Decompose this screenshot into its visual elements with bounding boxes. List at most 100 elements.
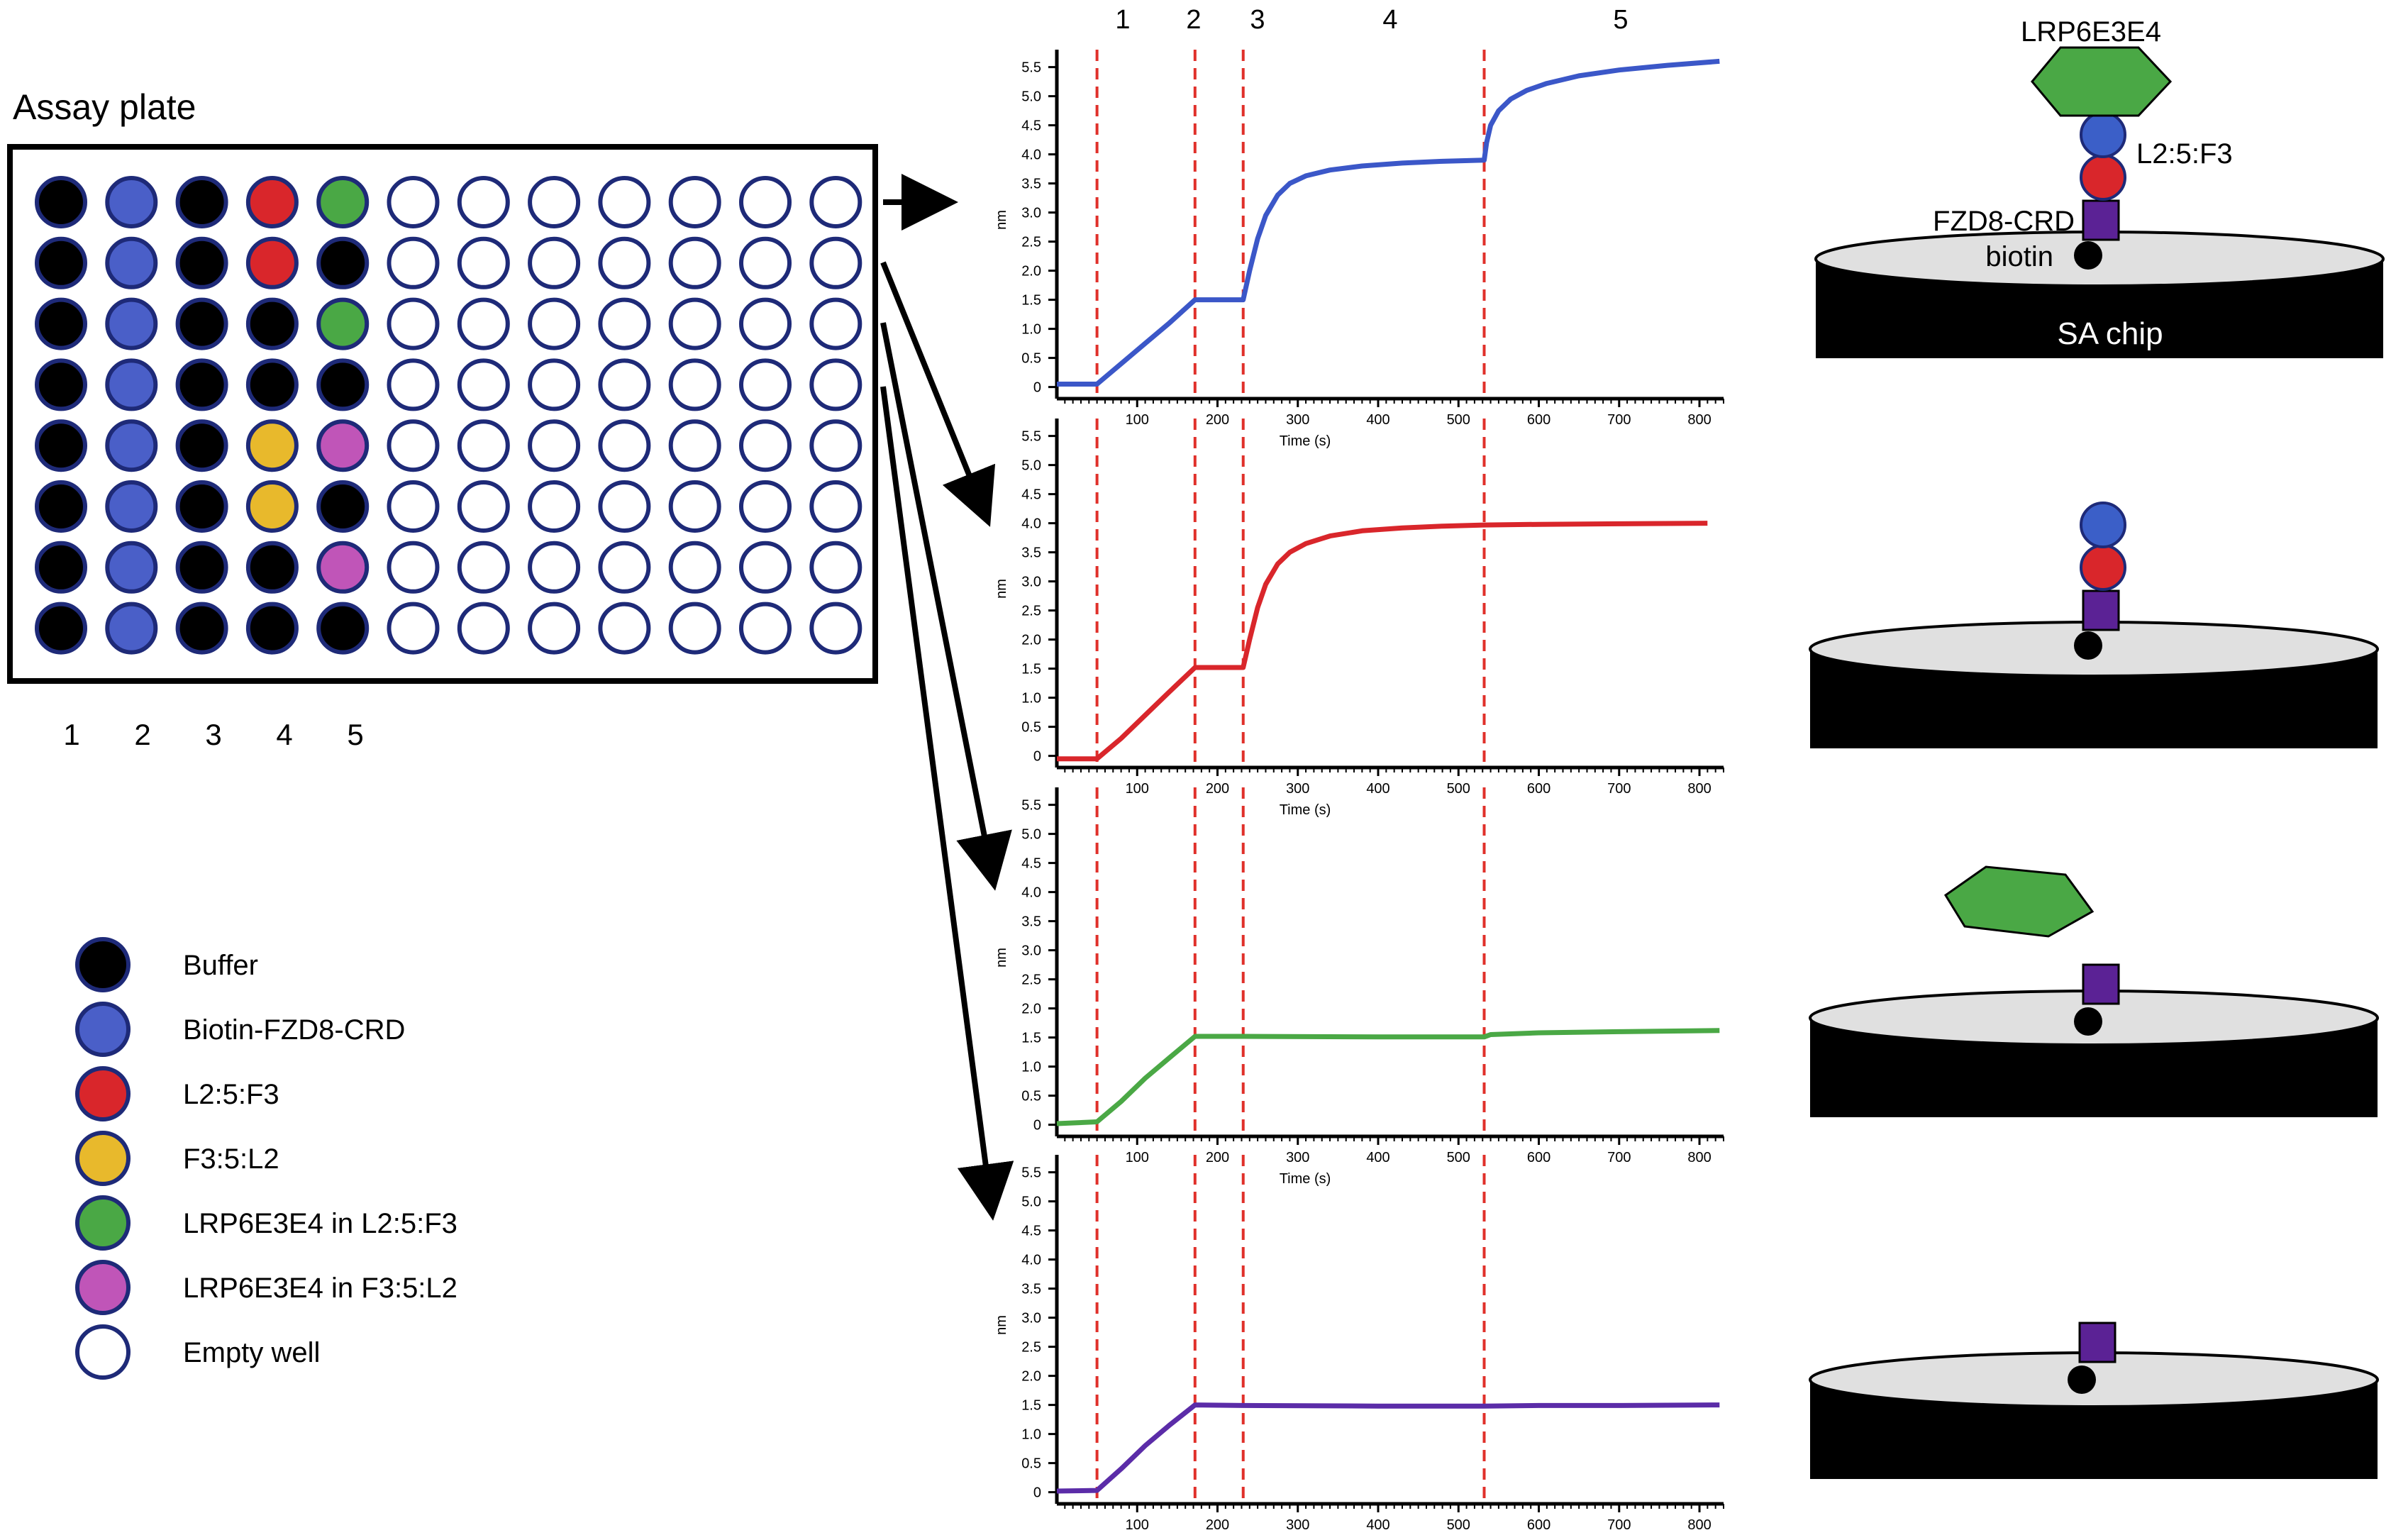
well-buffer — [316, 480, 370, 533]
plate-column-labels: 1 2 3 4 5 — [63, 718, 363, 751]
schematic-full-complex: SA chip LRP6E3E4 L2:5:F3 FZD8-CRD biotin — [1814, 16, 2385, 358]
well-buffer — [245, 358, 299, 411]
well-buffer — [35, 297, 87, 350]
well-biotin — [105, 602, 158, 655]
x-tick-label: 200 — [1206, 1517, 1229, 1533]
x-tick-label: 800 — [1687, 1150, 1711, 1165]
x-tick-label: 600 — [1527, 1150, 1550, 1165]
y-axis-label: nm — [994, 210, 1009, 230]
blue-domain-ball — [2080, 111, 2126, 158]
assay-plate: Assay plate 1 2 3 4 5 — [7, 87, 878, 751]
x-tick-label: 800 — [1687, 781, 1711, 797]
well-buffer — [316, 602, 370, 655]
step-label-5: 5 — [1613, 5, 1628, 35]
well-buffer — [35, 358, 87, 411]
y-tick-label: 5.5 — [1021, 798, 1041, 814]
well-empty — [457, 176, 510, 228]
y-tick-label: 5.5 — [1021, 60, 1041, 76]
well-l2 — [245, 236, 299, 289]
x-tick-label: 100 — [1126, 412, 1149, 428]
x-tick-label: 600 — [1527, 781, 1550, 797]
well-empty — [809, 480, 862, 533]
column-label-4: 4 — [276, 718, 292, 751]
step-label-2: 2 — [1186, 5, 1201, 35]
legend-item-lrp-f3: LRP6E3E4 in F3:5:L2 — [75, 1260, 457, 1315]
well-buffer — [316, 358, 370, 411]
step-label-4: 4 — [1382, 5, 1397, 35]
x-tick-label: 500 — [1447, 412, 1470, 428]
well-empty — [739, 419, 792, 472]
series-line — [1057, 58, 1720, 387]
x-tick-label: 600 — [1527, 1517, 1550, 1533]
fzd8-crd-square — [2082, 963, 2120, 1005]
legend-label-buffer: Buffer — [183, 950, 258, 981]
column-label-1: 1 — [63, 718, 79, 751]
y-tick-label: 5.5 — [1021, 1165, 1041, 1181]
red-domain-ball — [2080, 154, 2126, 201]
well-biotin — [105, 541, 158, 594]
arrow-to-chart-2 — [880, 261, 996, 527]
x-tick-label: 400 — [1366, 781, 1389, 797]
well-empty — [457, 358, 510, 411]
well-empty — [457, 297, 510, 350]
well-buffer — [245, 297, 299, 350]
well-empty — [739, 480, 792, 533]
well-biotin — [105, 236, 158, 289]
biotin-label: biotin — [1985, 241, 2053, 272]
well-empty — [457, 541, 510, 594]
x-tick-label: 200 — [1206, 781, 1229, 797]
well-empty — [528, 602, 581, 655]
x-tick-label: 700 — [1607, 1517, 1631, 1533]
well-empty — [528, 297, 581, 350]
plate-to-chart-arrows — [880, 174, 1014, 1221]
well-empty — [457, 419, 510, 472]
well-empty — [598, 480, 651, 533]
y-tick-label: 4.5 — [1021, 487, 1041, 503]
well-empty — [598, 176, 651, 228]
complex-label: L2:5:F3 — [2136, 138, 2233, 170]
y-tick-label: 3.5 — [1021, 1282, 1041, 1297]
biotin-dot — [2074, 1007, 2102, 1036]
legend-label-biotin: Biotin-FZD8-CRD — [183, 1014, 405, 1046]
x-tick-label: 300 — [1286, 412, 1309, 428]
well-empty — [528, 176, 581, 228]
y-tick-label: 3.5 — [1021, 177, 1041, 192]
well-buffer — [175, 602, 228, 655]
schematic-lrp6-unbound — [1809, 865, 2379, 1117]
well-empty — [387, 236, 440, 289]
well-empty — [809, 176, 862, 228]
legend-swatch-f3 — [75, 1131, 131, 1186]
legend-swatch-empty — [75, 1324, 131, 1380]
legend-swatch-lrp-l2 — [75, 1195, 131, 1251]
y-tick-label: 2.5 — [1021, 235, 1041, 250]
well-empty — [809, 236, 862, 289]
y-tick-label: 1.5 — [1021, 1031, 1041, 1046]
y-tick-label: 5.0 — [1021, 1195, 1041, 1210]
well-empty — [739, 297, 792, 350]
well-buffer — [35, 419, 87, 472]
y-tick-label: 1.5 — [1021, 293, 1041, 309]
y-tick-label: 0 — [1033, 1485, 1041, 1501]
step-label-1: 1 — [1115, 5, 1130, 35]
well-empty — [668, 541, 721, 594]
fzd8-crd-square — [2082, 199, 2120, 241]
y-tick-label: 4.5 — [1021, 856, 1041, 872]
well-empty — [387, 176, 440, 228]
x-axis-label: Time (s) — [1280, 433, 1331, 449]
x-tick-label: 800 — [1687, 412, 1711, 428]
legend-item-buffer: Buffer — [75, 937, 258, 992]
well-empty — [598, 541, 651, 594]
fzd8-label: FZD8-CRD — [1933, 206, 2075, 237]
well-empty — [598, 419, 651, 472]
y-tick-label: 2.5 — [1021, 973, 1041, 988]
y-tick-label: 4.0 — [1021, 148, 1041, 163]
y-tick-label: 4.0 — [1021, 1253, 1041, 1268]
y-tick-label: 4.0 — [1021, 885, 1041, 901]
fzd8-crd-square — [2078, 1322, 2117, 1363]
x-tick-label: 500 — [1447, 781, 1470, 797]
x-tick-label: 400 — [1366, 1517, 1389, 1533]
well-empty — [739, 236, 792, 289]
series-line — [1057, 521, 1708, 762]
y-tick-label: 2.5 — [1021, 604, 1041, 619]
